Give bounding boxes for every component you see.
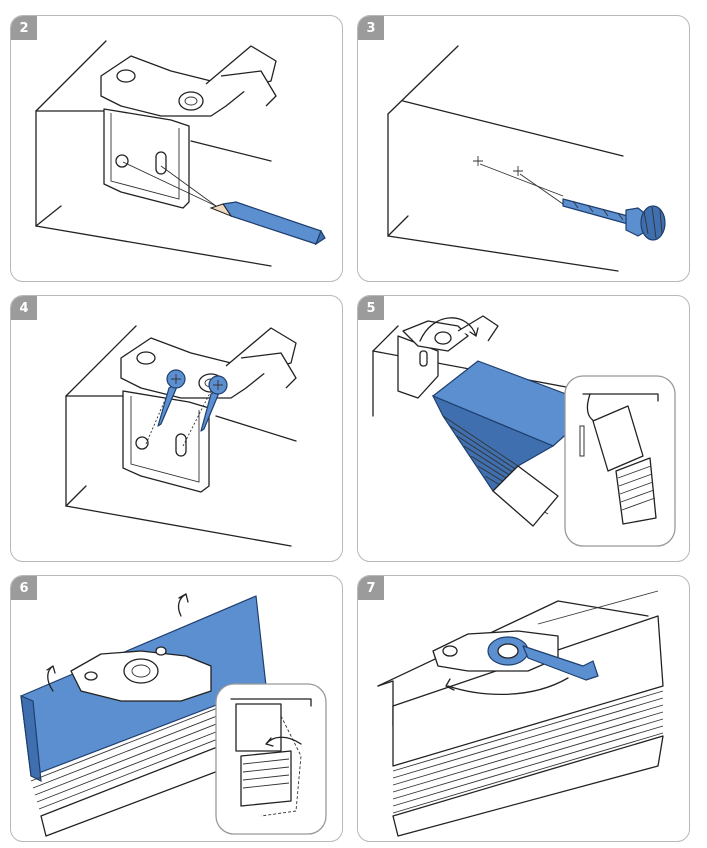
step-number-badge: 2 xyxy=(11,16,37,40)
step-4-illustration xyxy=(65,325,297,547)
step-3-illustration xyxy=(387,45,666,272)
step-number-badge: 3 xyxy=(358,16,384,40)
drill-icon xyxy=(562,198,666,241)
pleated-fabric xyxy=(392,690,664,814)
step-number-badge: 6 xyxy=(11,576,37,600)
step-number-badge: 5 xyxy=(358,296,384,320)
step-panel-5: 5 xyxy=(357,295,690,562)
drill-mark xyxy=(513,166,523,176)
lever-icon xyxy=(487,636,599,681)
step-number-badge: 4 xyxy=(11,296,37,320)
step-panel-7: 7 xyxy=(357,575,690,842)
drill-mark xyxy=(473,156,483,166)
step-panel-6: 6 xyxy=(10,575,343,842)
hook-arrow xyxy=(419,317,477,342)
step-2-illustration xyxy=(35,40,326,267)
blind-hook-icon xyxy=(579,393,659,525)
pencil-icon xyxy=(209,201,326,246)
pleated-fabric xyxy=(442,415,549,515)
step-panel-3: 3 xyxy=(357,15,690,282)
step-5-illustration xyxy=(372,315,676,547)
rotate-arrow-icon xyxy=(46,593,189,692)
step-7-illustration xyxy=(377,590,664,837)
step-number-badge: 7 xyxy=(358,576,384,600)
rotate-arrow xyxy=(447,677,569,696)
screw-icon xyxy=(157,369,228,432)
step-panel-2: 2 xyxy=(10,15,343,282)
step-6-illustration xyxy=(20,593,327,837)
pleated-fabric xyxy=(30,690,272,817)
mount-slot xyxy=(155,151,167,175)
mount-hole xyxy=(115,154,129,168)
step-panel-4: 4 xyxy=(10,295,343,562)
